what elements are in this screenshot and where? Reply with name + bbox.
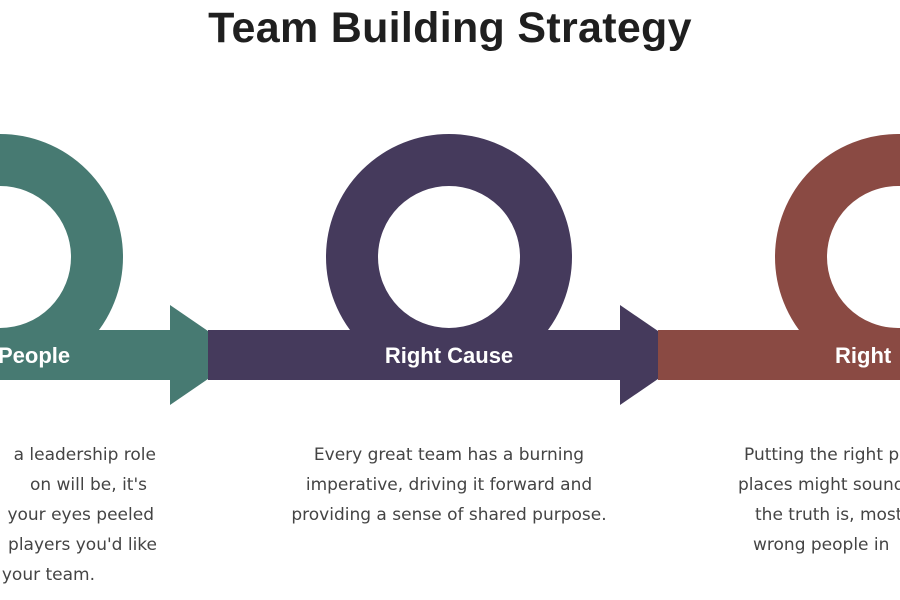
step-3-loop bbox=[775, 134, 900, 380]
step-2-loop bbox=[326, 134, 572, 380]
step-2-description-line: imperative, driving it forward and bbox=[305, 475, 593, 495]
step-3-description-line: wrong people in bbox=[753, 535, 890, 555]
step-1-shape bbox=[0, 134, 243, 405]
diagram-title: Team Building Strategy bbox=[208, 4, 692, 52]
step-1-label: People bbox=[0, 343, 70, 368]
step-2-description: Every great team has a burning imperativ… bbox=[284, 440, 614, 530]
step-3-description-line: Putting the right p bbox=[744, 445, 900, 465]
step-1-description-line: your team. bbox=[1, 565, 95, 585]
step-3-description: Putting the right p places might sound t… bbox=[735, 440, 900, 560]
step-3-arrow bbox=[658, 330, 900, 380]
step-1-arrow bbox=[0, 305, 243, 405]
step-1-description: a leadership role on will be, it's your … bbox=[0, 440, 172, 590]
step-1-description-line: players you'd like bbox=[8, 535, 157, 555]
step-2-description-line: Every great team has a burning bbox=[313, 445, 585, 465]
step-2-arrow bbox=[208, 305, 693, 405]
step-2-shape bbox=[208, 134, 693, 405]
step-1-description-line: on will be, it's bbox=[29, 475, 147, 495]
step-3-description-line: the truth is, most bbox=[755, 505, 900, 525]
step-2-label: Right Cause bbox=[385, 343, 513, 368]
step-1-description-line: a leadership role bbox=[13, 445, 156, 465]
step-3-label: Right bbox=[835, 343, 892, 368]
step-2-description-line: providing a sense of shared purpose. bbox=[291, 505, 607, 525]
step-3-description-line: places might sound bbox=[738, 475, 900, 495]
step-3-shape bbox=[658, 134, 900, 380]
step-1-loop bbox=[0, 134, 123, 380]
step-1-description-line: your eyes peeled bbox=[7, 505, 154, 525]
